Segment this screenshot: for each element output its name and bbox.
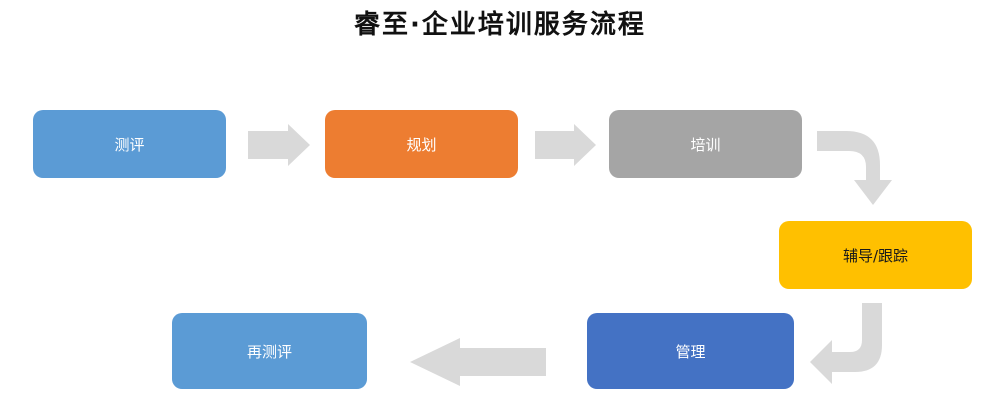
step-label: 测评 (114, 135, 145, 154)
page-title: 睿至·企业培训服务流程 (354, 10, 646, 40)
step-management: 管理 (587, 313, 794, 389)
step-label: 规划 (406, 135, 437, 154)
step-re-evaluation: 再测评 (172, 313, 367, 389)
step-label: 培训 (690, 135, 721, 154)
arrow-curve-down (817, 131, 892, 205)
step-evaluation: 测评 (33, 110, 226, 178)
step-planning: 规划 (325, 110, 518, 178)
arrow-left (410, 338, 546, 386)
step-label: 辅导/跟踪 (842, 246, 909, 265)
step-training: 培训 (609, 110, 802, 178)
step-coaching-tracking: 辅导/跟踪 (779, 221, 972, 289)
arrow-right-1 (248, 124, 310, 166)
arrow-curve-left (810, 303, 882, 384)
arrow-right-2 (535, 124, 596, 166)
step-label: 管理 (675, 342, 706, 361)
step-label: 再测评 (246, 342, 292, 361)
